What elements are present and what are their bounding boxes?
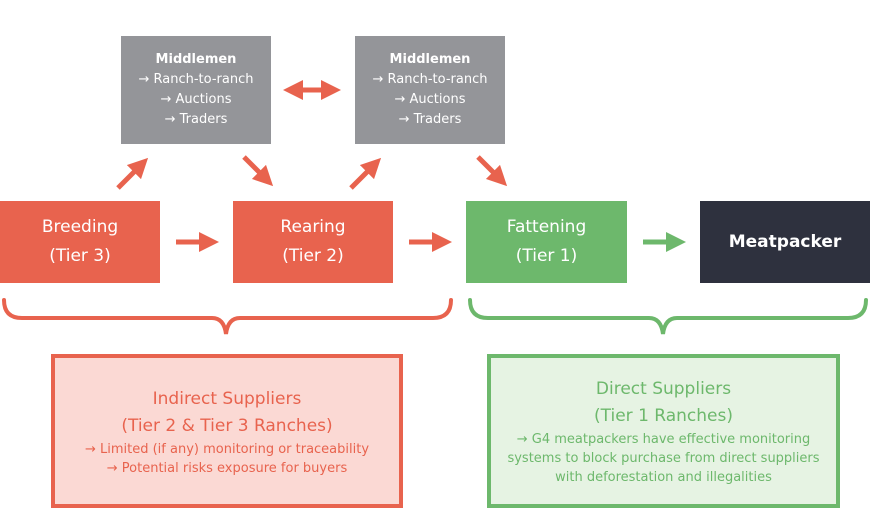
middlemen-item: → Traders <box>164 112 228 127</box>
panel-point: → Potential risks exposure for buyers <box>106 461 348 476</box>
stage-tier: (Tier 1) <box>515 246 578 266</box>
middlemen-item: → Traders <box>398 112 462 127</box>
arrow-breeding-to-middlemen <box>116 157 149 190</box>
stage-breeding: Breeding (Tier 3) <box>0 201 160 283</box>
stage-label: Breeding <box>41 217 119 237</box>
stage-label: Fattening <box>506 217 587 237</box>
panel-subtitle: (Tier 2 & Tier 3 Ranches) <box>121 416 333 436</box>
stage-tier: (Tier 3) <box>49 246 111 266</box>
middlemen-box-1: Middlemen → Ranch-to-ranch → Auctions → … <box>121 36 271 144</box>
middlemen-title: Middlemen <box>155 52 237 67</box>
middlemen-box-2: Middlemen → Ranch-to-ranch → Auctions → … <box>355 36 505 144</box>
panel-title: Indirect Suppliers <box>152 389 302 409</box>
stage-fattening: Fattening (Tier 1) <box>466 201 627 283</box>
direct-suppliers-panel: Direct Suppliers (Tier 1 Ranches) → G4 m… <box>487 354 840 508</box>
middlemen-item: → Ranch-to-ranch <box>138 72 254 87</box>
panel-point: with deforestation and illegalities <box>555 470 772 485</box>
stage-rearing: Rearing (Tier 2) <box>233 201 393 283</box>
brace-indirect <box>2 298 453 335</box>
arrow-middlemen-to-fattening <box>476 155 508 187</box>
stage-label: Meatpacker <box>728 231 842 252</box>
brace-direct <box>468 298 868 335</box>
middlemen-item: → Auctions <box>160 92 232 107</box>
middlemen-title: Middlemen <box>389 52 471 67</box>
stage-tier: (Tier 2) <box>282 246 344 266</box>
indirect-suppliers-panel: Indirect Suppliers (Tier 2 & Tier 3 Ranc… <box>51 354 403 508</box>
stage-meatpacker: Meatpacker <box>700 201 870 283</box>
panel-point: → G4 meatpackers have effective monitori… <box>516 432 811 447</box>
panel-title: Direct Suppliers <box>595 379 732 399</box>
panel-point: systems to block purchase from direct su… <box>507 451 820 466</box>
panel-point: → Limited (if any) monitoring or traceab… <box>84 442 370 457</box>
middlemen-item: → Auctions <box>394 92 466 107</box>
arrow-rearing-to-middlemen <box>349 157 382 190</box>
arrow-middlemen-to-rearing <box>242 155 274 187</box>
panel-subtitle: (Tier 1 Ranches) <box>594 406 733 426</box>
stage-label: Rearing <box>280 217 346 237</box>
middlemen-item: → Ranch-to-ranch <box>372 72 488 87</box>
